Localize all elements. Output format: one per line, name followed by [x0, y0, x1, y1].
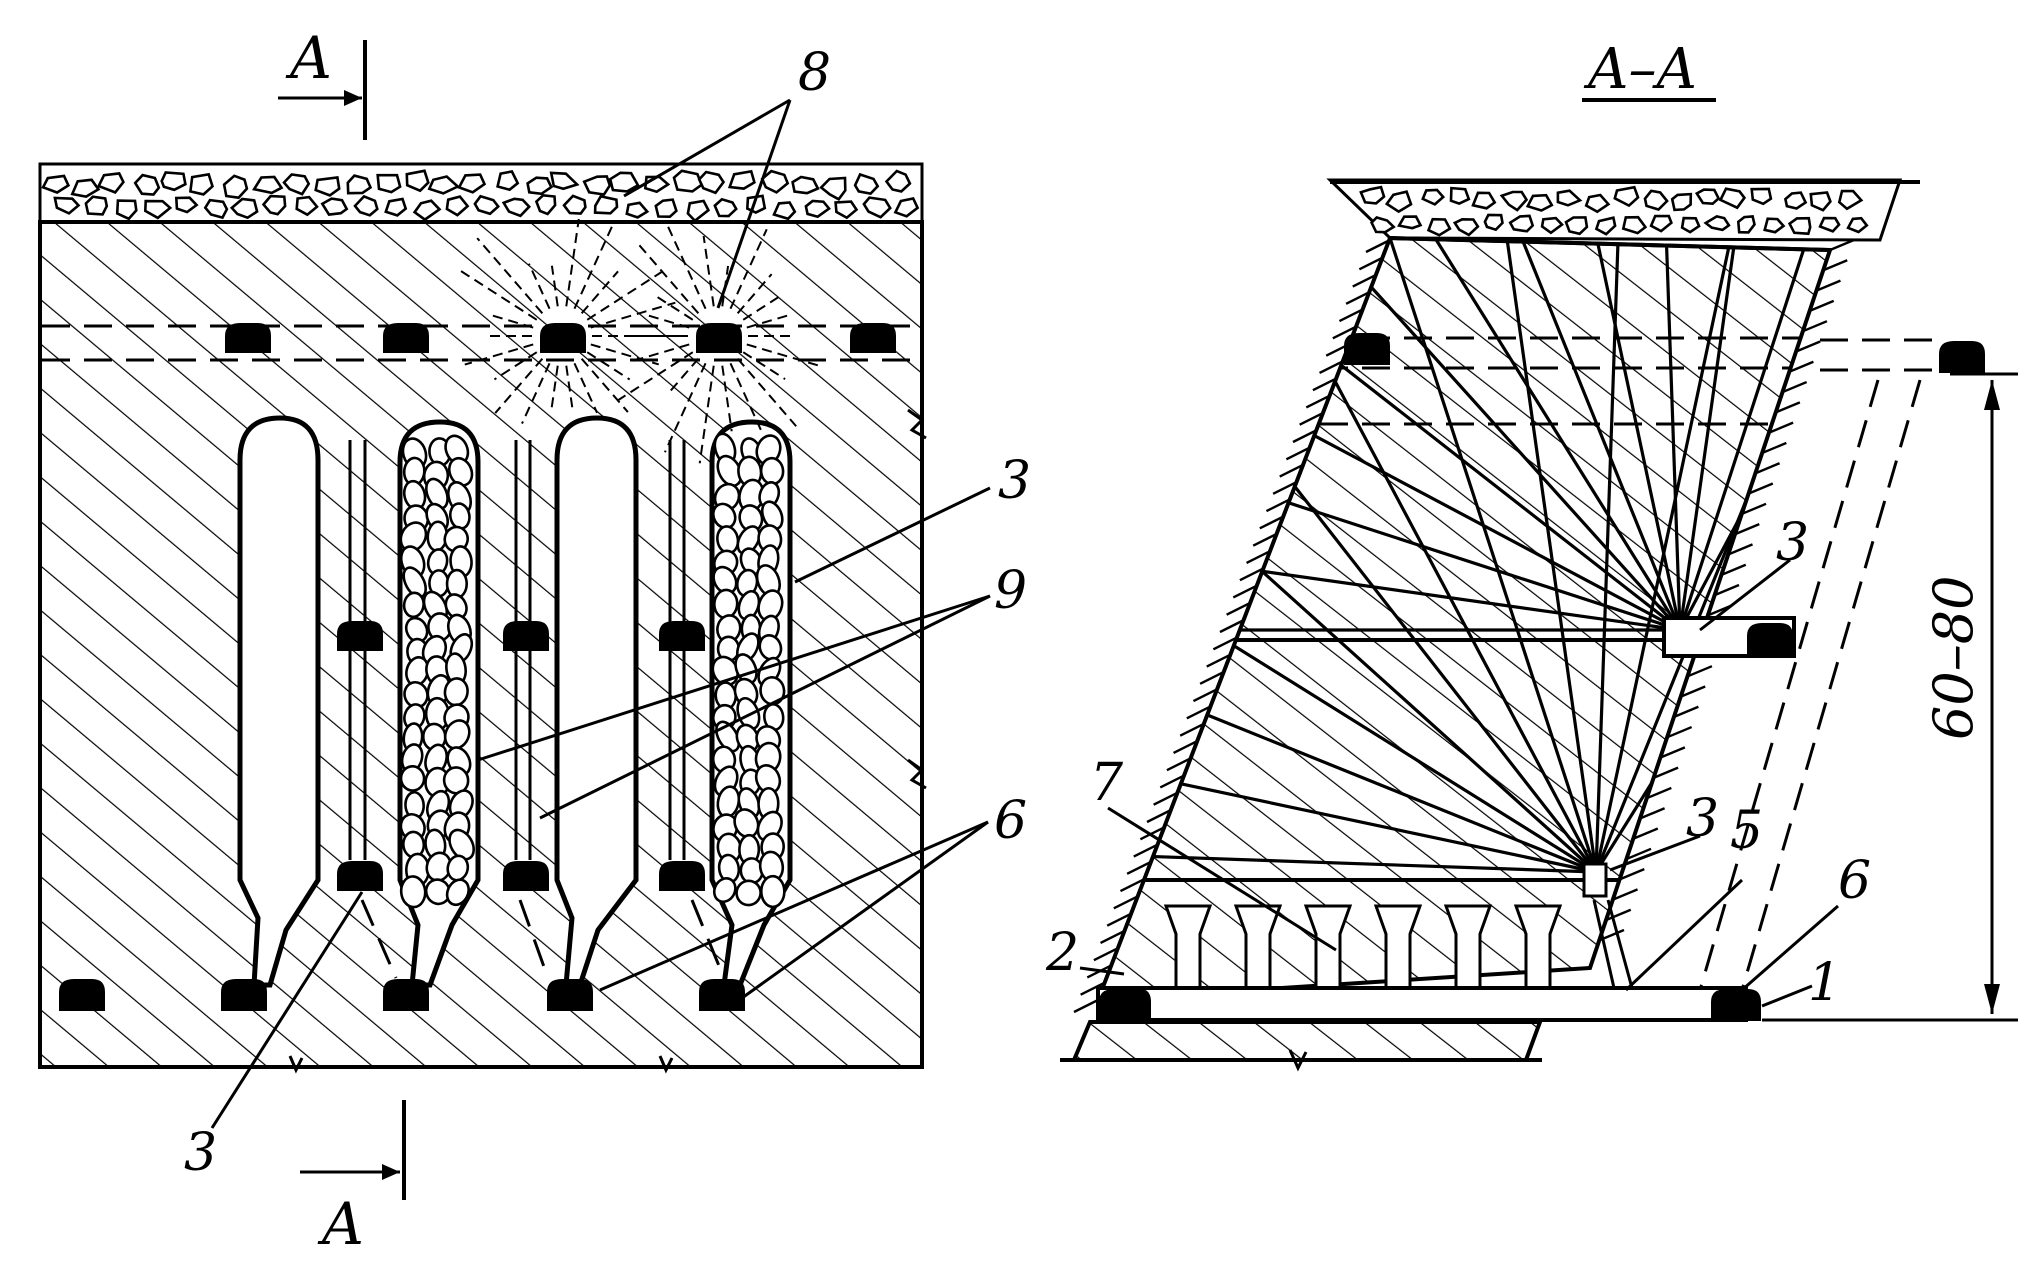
wall-hatching [1073, 238, 1855, 1014]
open-stope-1 [237, 415, 321, 988]
plan-view: A A 8 3 9 6 3 [38, 24, 1031, 1258]
draw-points [1163, 904, 1563, 999]
break-marks [288, 408, 927, 1074]
surface-rubble-section [1326, 178, 1903, 242]
stope-rubble [399, 432, 786, 909]
leaders-plan [210, 98, 991, 1129]
callout-6-plan: 6 [994, 791, 1027, 851]
lower-drifts [59, 979, 745, 1011]
development-dashes [1698, 338, 1940, 991]
callout-3-section-lower: 3 [1686, 789, 1719, 849]
callout-1: 1 [1808, 953, 1841, 1013]
section-line-top: A [278, 24, 367, 140]
section-line-bottom: A [300, 1100, 406, 1258]
callout-3-plan-right: 3 [998, 451, 1031, 511]
callout-5: 5 [1730, 801, 1763, 861]
section-title: A–A [1583, 37, 1697, 102]
crosscut-dashes [360, 899, 726, 979]
section-mark-bottom: A [317, 1190, 364, 1256]
leaders-section [1079, 558, 1839, 1008]
surface-rubble-plan [38, 162, 924, 224]
upper-drifts [225, 323, 896, 353]
middle-drifts [337, 621, 705, 891]
section-mark-top: A [285, 24, 332, 92]
raise-5 [1592, 899, 1634, 989]
callout-8: 8 [798, 43, 831, 103]
callout-6-section: 6 [1838, 851, 1871, 911]
blast-bursts [456, 218, 824, 464]
dimension-line: 60–80 [1762, 372, 2018, 1022]
callout-3-plan-bottom: 3 [184, 1123, 217, 1183]
haulage-level [1060, 986, 1761, 1072]
dimension-label: 60–80 [1922, 576, 1985, 740]
callout-7: 7 [1090, 753, 1124, 813]
callout-3-section-upper: 3 [1776, 513, 1809, 573]
open-stope-2 [554, 415, 639, 988]
callout-9: 9 [994, 561, 1027, 621]
section-drifts [1344, 333, 1985, 898]
callout-2: 2 [1045, 923, 1079, 983]
